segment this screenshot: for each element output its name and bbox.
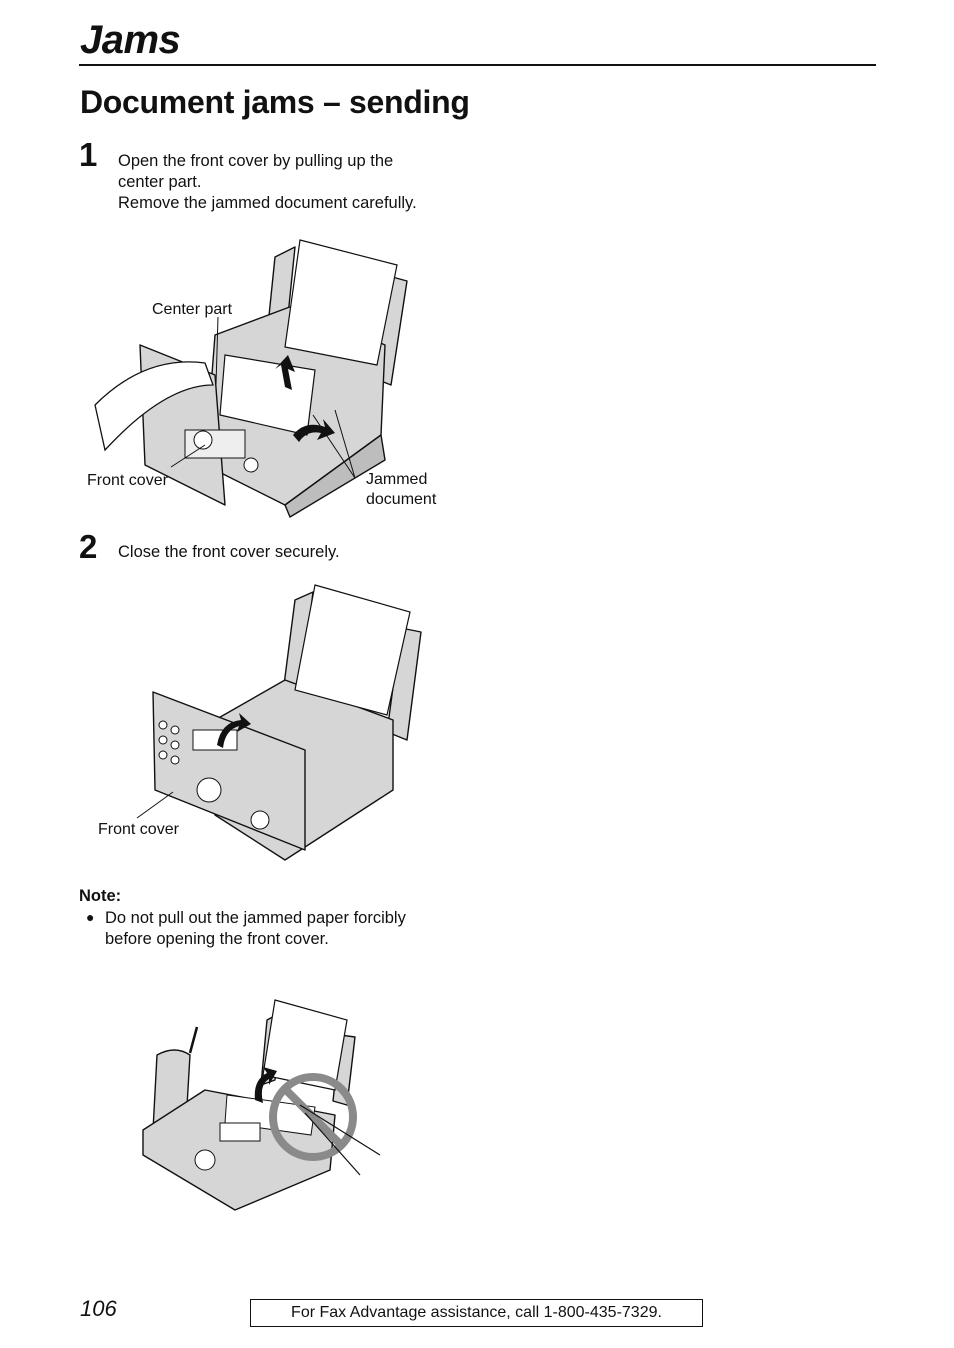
assistance-footer: For Fax Advantage assistance, call 1-800… <box>250 1299 703 1327</box>
page-heading: Document jams – sending <box>80 84 470 120</box>
fax-close-cover-illustration <box>136 584 422 861</box>
label-front-cover-1: Front cover <box>87 472 168 489</box>
title-rule <box>79 64 876 66</box>
label-jammed-document: Jammed document <box>366 471 437 508</box>
page-number: 106 <box>80 1296 117 1321</box>
note-title: Note: <box>79 887 122 905</box>
label-center-part: Center part <box>152 301 233 318</box>
fax-open-cover-illustration <box>94 239 408 518</box>
fax-do-not-pull-illustration <box>142 999 381 1211</box>
section-title: Jams <box>80 18 181 62</box>
step-1-number: 1 <box>79 136 98 173</box>
step-2-text: Close the front cover securely. <box>118 543 340 561</box>
step-2-number: 2 <box>79 528 98 565</box>
note-bullet: ● <box>86 909 95 925</box>
step-1-text: Open the front cover by pulling up the c… <box>118 152 417 212</box>
note-item: Do not pull out the jammed paper forcibl… <box>105 909 406 948</box>
label-front-cover-2: Front cover <box>98 821 179 838</box>
